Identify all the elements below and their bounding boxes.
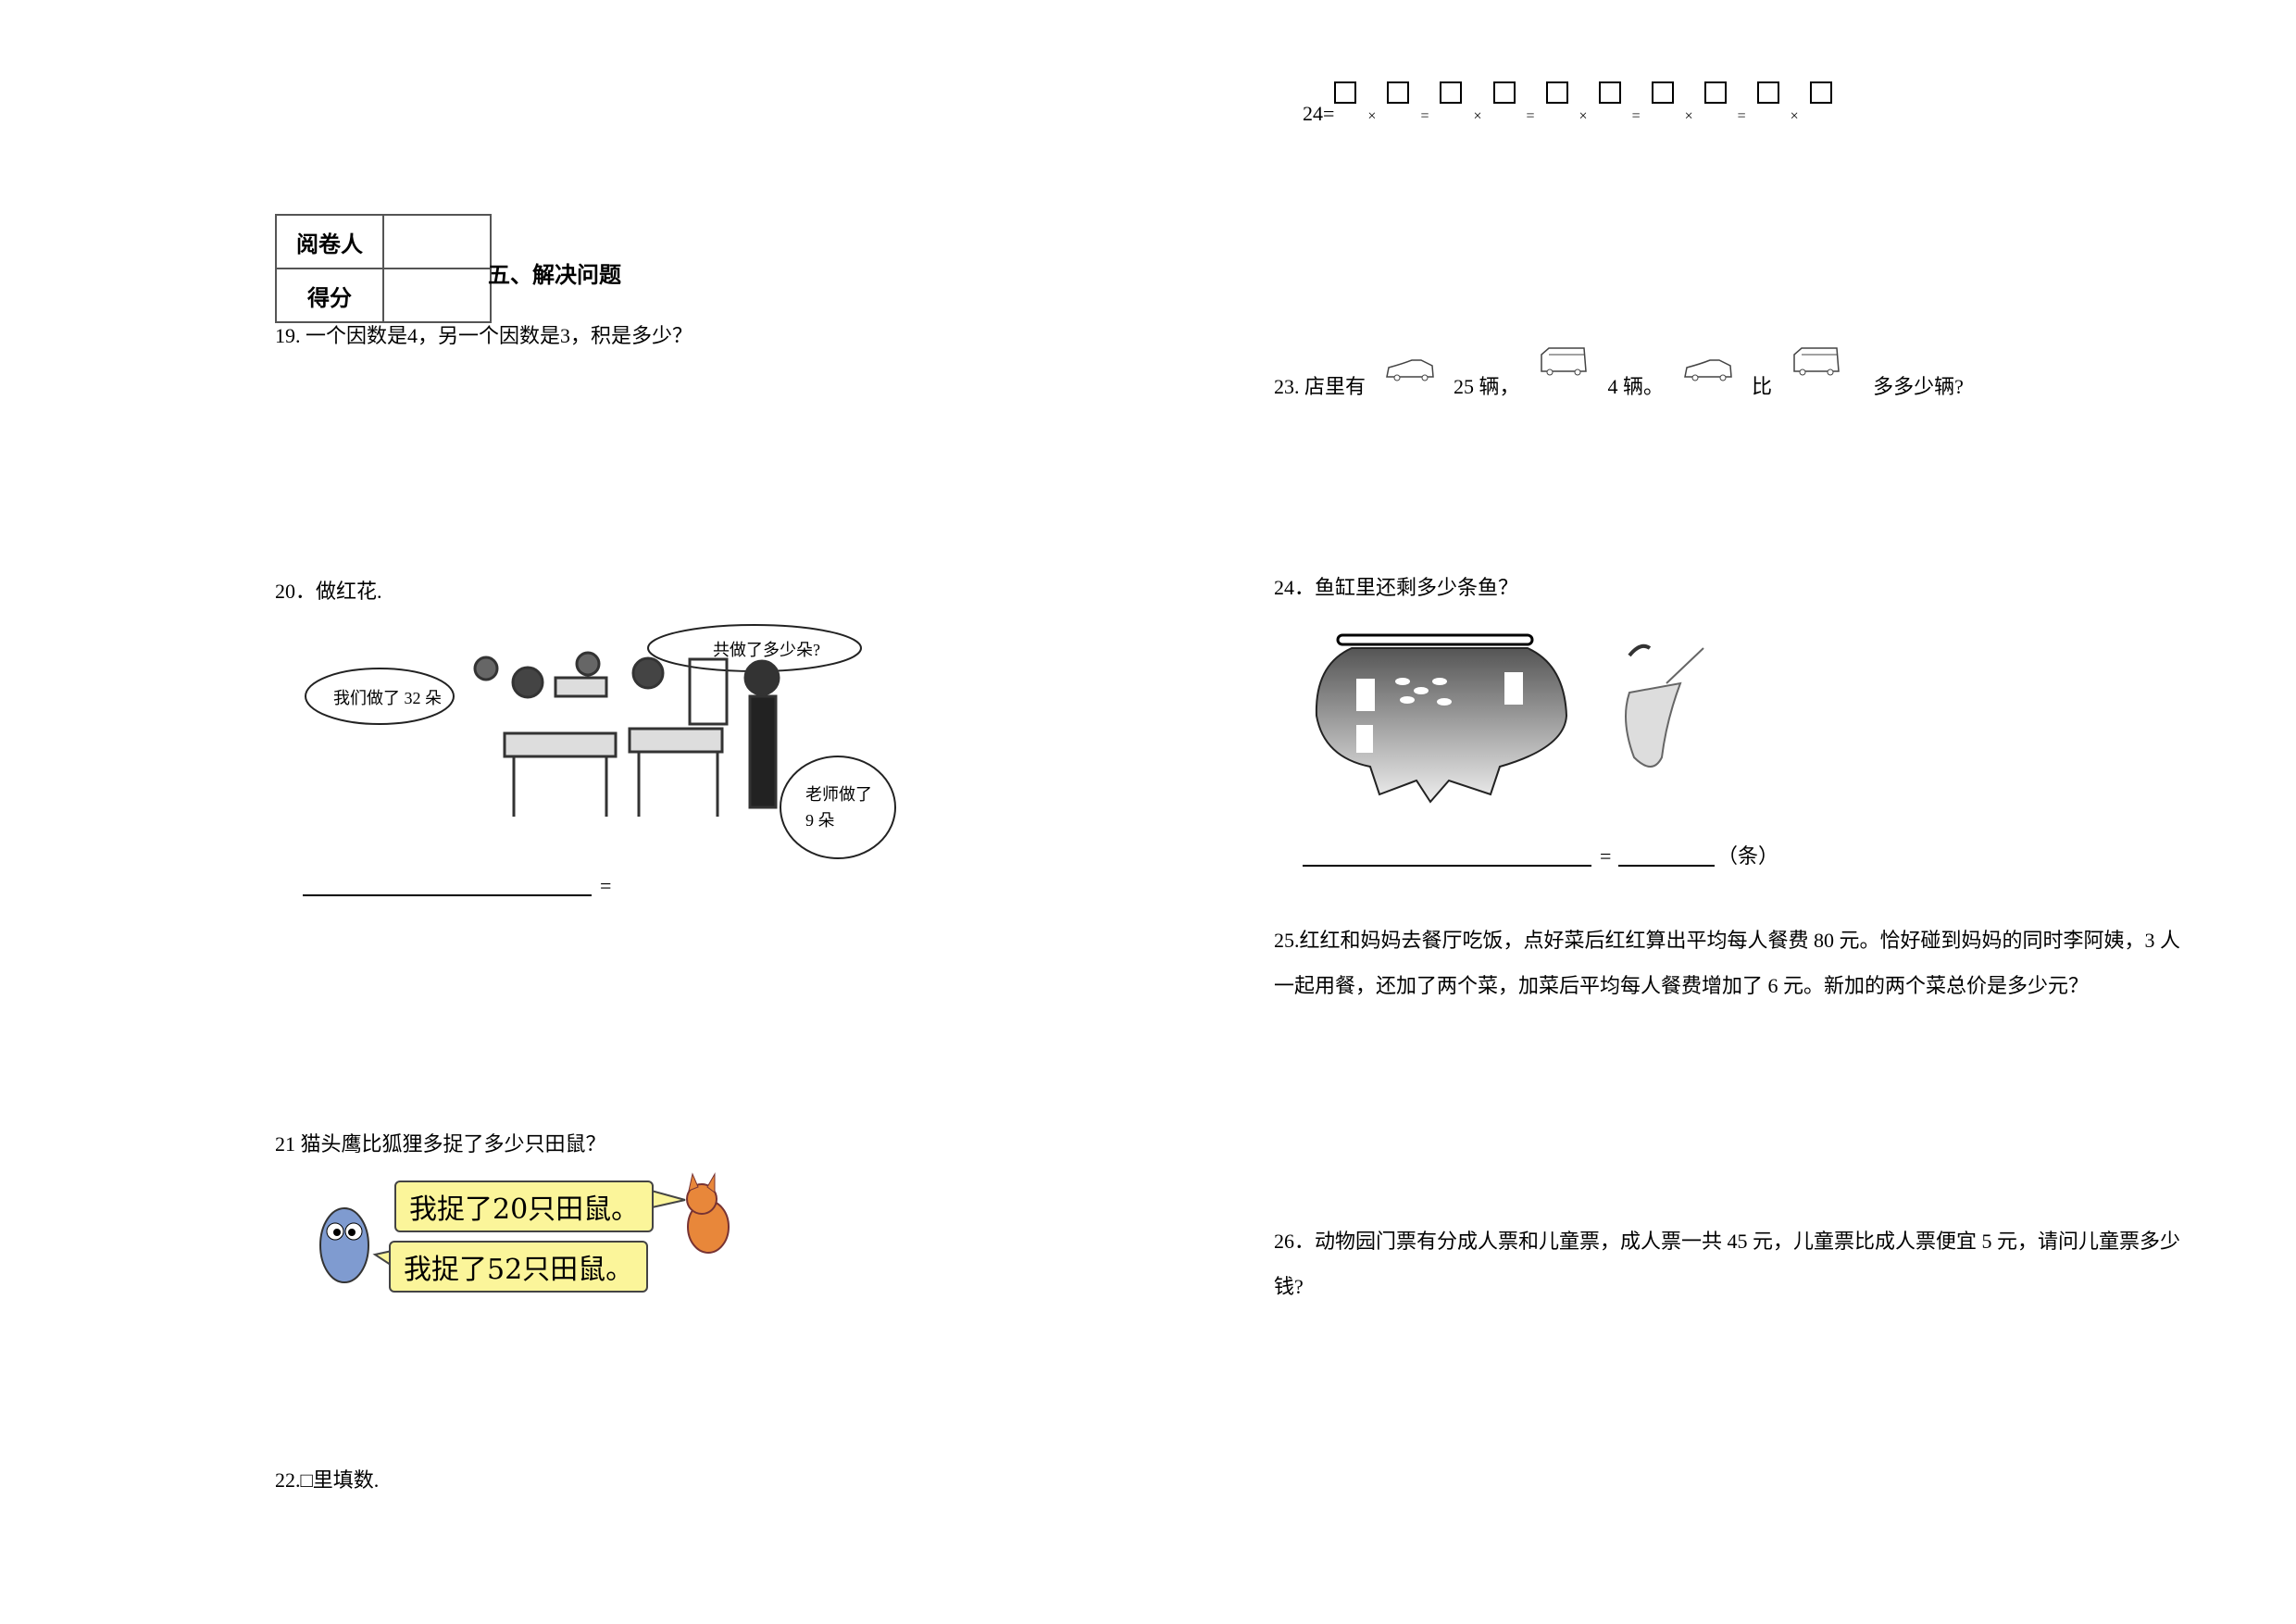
times-sign: × bbox=[1684, 108, 1693, 124]
blank-box[interactable] bbox=[1651, 81, 1674, 104]
section-title: 五、解决问题 bbox=[488, 262, 621, 288]
question-20: 20．做红花. bbox=[275, 580, 382, 603]
equals-24: = bbox=[1600, 844, 1612, 868]
answer-line-20[interactable] bbox=[303, 894, 592, 896]
classroom-illustration: 我们做了 32 朵 共做了多少朵? 老师做了 9 朵 bbox=[301, 622, 903, 863]
q23-text: 店里有 bbox=[1304, 375, 1366, 398]
bubble-question: 共做了多少朵? bbox=[713, 641, 820, 659]
q23-text: 4 辆。 bbox=[1607, 375, 1665, 398]
equals-sign: = bbox=[1737, 108, 1746, 124]
reviewer-cell[interactable] bbox=[382, 214, 492, 269]
score-cell[interactable] bbox=[382, 268, 492, 323]
question-25-line1: 25.红红和妈妈去餐厅吃饭，点好菜后红红算出平均每人餐费 80 元。恰好碰到妈妈… bbox=[1274, 929, 2181, 952]
q23-text: 25 辆， bbox=[1454, 375, 1520, 398]
times-sign: × bbox=[1367, 108, 1377, 124]
times-sign: × bbox=[1578, 108, 1588, 124]
owl-speech-bubble: 我捉了52只田鼠。 bbox=[389, 1241, 649, 1293]
reviewer-label: 阅卷人 bbox=[275, 214, 384, 269]
score-table: 阅卷人 得分 bbox=[275, 214, 492, 323]
blank-box[interactable] bbox=[1545, 81, 1568, 104]
factor-equation: 24= × = × = × = × = × bbox=[1303, 81, 1832, 129]
car-icon bbox=[1683, 359, 1732, 381]
question-25-line2: 一起用餐，还加了两个菜，加菜后平均每人餐费增加了 6 元。新加的两个菜总价是多少… bbox=[1274, 974, 2090, 997]
equals-sign: = bbox=[1526, 108, 1535, 124]
bubble-teacher-line1: 老师做了 bbox=[805, 785, 872, 804]
q23-text: 多多少辆? bbox=[1873, 375, 1964, 398]
blank-box[interactable] bbox=[1387, 81, 1410, 104]
fishbowl-illustration bbox=[1315, 628, 1759, 813]
owl-fox-illustration: 我捉了20只田鼠。 我捉了52只田鼠。 bbox=[315, 1167, 741, 1305]
blank-box[interactable] bbox=[1492, 81, 1516, 104]
bubble-teacher-line2: 9 朵 bbox=[805, 811, 835, 830]
times-sign: × bbox=[1790, 108, 1799, 124]
question-23: 23. 店里有 25 辆， 4 辆。 比 多多少辆? bbox=[1274, 345, 1964, 399]
equals-sign: = bbox=[1631, 108, 1641, 124]
q23-text: 比 bbox=[1752, 375, 1773, 398]
equation-prefix: 24= bbox=[1303, 102, 1335, 125]
owl-icon bbox=[319, 1207, 369, 1283]
question-26-line2: 钱? bbox=[1274, 1275, 1304, 1298]
unit-24: （条） bbox=[1717, 844, 1779, 868]
bubble-students: 我们做了 32 朵 bbox=[333, 689, 442, 707]
fox-speech-bubble: 我捉了20只田鼠。 bbox=[394, 1181, 655, 1232]
times-sign: × bbox=[1473, 108, 1482, 124]
answer-line-24-result[interactable] bbox=[1618, 865, 1715, 867]
car-icon bbox=[1385, 359, 1434, 381]
van-icon bbox=[1541, 347, 1587, 376]
fox-icon bbox=[686, 1172, 730, 1254]
q23-number: 23. bbox=[1274, 375, 1300, 398]
score-label: 得分 bbox=[275, 268, 384, 323]
blank-box[interactable] bbox=[1703, 81, 1727, 104]
blank-box[interactable] bbox=[1756, 81, 1779, 104]
blank-box[interactable] bbox=[1440, 81, 1463, 104]
question-22: 22.□里填数. bbox=[275, 1468, 380, 1492]
question-21: 21 猫头鹰比狐狸多捉了多少只田鼠？ bbox=[275, 1132, 606, 1156]
question-19: 19. 一个因数是4，另一个因数是3，积是多少？ bbox=[275, 324, 693, 347]
question-26-line1: 26．动物园门票有分成人票和儿童票，成人票一共 45 元，儿童票比成人票便宜 5… bbox=[1274, 1230, 2181, 1253]
blank-box[interactable] bbox=[1809, 81, 1832, 104]
blank-box[interactable] bbox=[1334, 81, 1357, 104]
blank-box[interactable] bbox=[1598, 81, 1621, 104]
equals-20: = bbox=[600, 874, 612, 897]
answer-line-24-expression[interactable] bbox=[1303, 865, 1591, 867]
van-icon bbox=[1792, 347, 1840, 376]
question-24: 24．鱼缸里还剩多少条鱼？ bbox=[1274, 576, 1519, 599]
equals-sign: = bbox=[1420, 108, 1429, 124]
